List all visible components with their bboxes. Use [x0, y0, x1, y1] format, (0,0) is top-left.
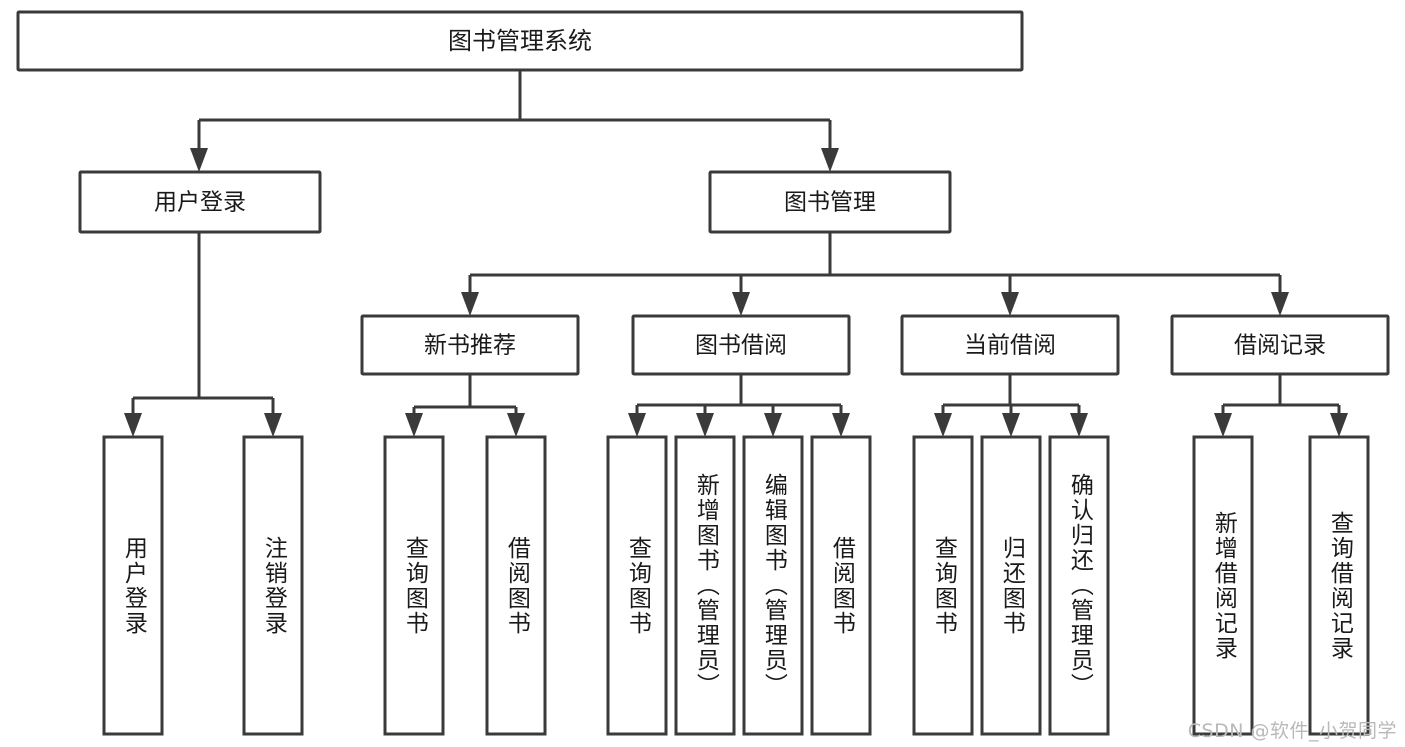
- arrow-leaf-confirm-return: [1070, 413, 1088, 437]
- node-current-borrow-label: 当前借阅: [964, 333, 1056, 359]
- node-borrow-record-label: 借阅记录: [1234, 333, 1326, 359]
- node-leaf-borrow-book-nbr[interactable]: [485, 435, 547, 736]
- node-leaf-borrow-book-bb[interactable]: [810, 435, 872, 736]
- arrow-user-login: [190, 148, 208, 172]
- node-leaf-add-borrow-record[interactable]: [1192, 435, 1254, 736]
- node-leaf-return-book[interactable]: [980, 435, 1042, 736]
- node-borrow-record[interactable]: 借阅记录: [1170, 314, 1390, 376]
- node-leaf-query-book-nbr[interactable]: [383, 435, 445, 736]
- node-root-label: 图书管理系统: [448, 27, 592, 55]
- arrow-book-borrow: [732, 292, 750, 316]
- edges-layer: [124, 70, 1348, 437]
- arrow-book-management: [821, 148, 839, 172]
- node-leaf-query-book-bb[interactable]: [606, 435, 668, 736]
- node-new-book-recommend-label: 新书推荐: [424, 333, 516, 359]
- node-leaf-add-book-admin[interactable]: [674, 435, 736, 736]
- node-leaf-query-borrow-record[interactable]: [1308, 435, 1370, 736]
- node-leaf-user-login[interactable]: [102, 435, 164, 736]
- node-user-login-label: 用户登录: [154, 190, 246, 216]
- node-book-management[interactable]: 图书管理: [708, 170, 952, 234]
- arrow-leaf-borrow-book-nbr: [507, 413, 525, 437]
- arrow-leaf-query-borrow-record: [1330, 413, 1348, 437]
- arrow-current-borrow: [1001, 292, 1019, 316]
- nodes-layer: 图书管理系统 用户登录 图书管理 新书推荐 图书借阅 当前: [16, 10, 1390, 736]
- node-current-borrow[interactable]: 当前借阅: [900, 314, 1120, 376]
- node-book-borrow-label: 图书借阅: [695, 333, 787, 359]
- arrow-leaf-edit-book-admin: [764, 413, 782, 437]
- arrow-leaf-query-book-cb: [934, 413, 952, 437]
- node-user-login[interactable]: 用户登录: [78, 170, 322, 234]
- arrow-leaf-query-book-nbr: [405, 413, 423, 437]
- arrow-leaf-return-book: [1002, 413, 1020, 437]
- csdn-watermark: CSDN @软件_小贺同学: [1187, 720, 1397, 742]
- node-root[interactable]: 图书管理系统: [16, 10, 1024, 72]
- node-leaf-query-book-cb[interactable]: [912, 435, 974, 736]
- node-leaf-edit-book-admin[interactable]: [742, 435, 804, 736]
- arrow-leaf-logout: [264, 413, 282, 437]
- arrow-leaf-add-book-admin: [696, 413, 714, 437]
- arrow-borrow-record: [1271, 292, 1289, 316]
- arrow-leaf-user-login: [124, 413, 142, 437]
- node-new-book-recommend[interactable]: 新书推荐: [360, 314, 580, 376]
- node-book-borrow[interactable]: 图书借阅: [631, 314, 851, 376]
- arrow-new-book-recommend: [461, 292, 479, 316]
- arrow-leaf-add-borrow-record: [1214, 413, 1232, 437]
- node-book-management-label: 图书管理: [784, 190, 876, 216]
- node-leaf-confirm-return[interactable]: [1048, 435, 1110, 736]
- arrow-leaf-query-book-bb: [628, 413, 646, 437]
- arrow-leaf-borrow-book-bb: [832, 413, 850, 437]
- node-leaf-logout[interactable]: [242, 435, 304, 736]
